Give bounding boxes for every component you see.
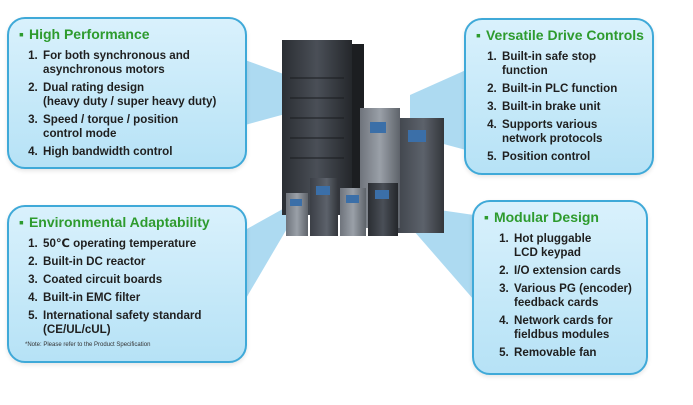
title-bullet: ▪	[476, 27, 481, 43]
feature-item: Built-in PLC function	[500, 82, 642, 96]
feature-item-line: I/O extension cards	[514, 264, 621, 277]
feature-item: Built-in EMC filter	[41, 291, 235, 305]
feature-item: I/O extension cards	[512, 264, 636, 278]
feature-list: Built-in safe stopfunctionBuilt-in PLC f…	[476, 50, 642, 164]
feature-item-line: fieldbus modules	[514, 328, 610, 341]
title-bullet: ▪	[484, 209, 489, 225]
feature-item-line: Built-in EMC filter	[43, 291, 141, 304]
feature-list: 50℃ operating temperatureBuilt-in DC rea…	[19, 237, 235, 337]
feature-item-line: Speed / torque / position	[43, 113, 179, 126]
feature-item-line: Supports various	[502, 118, 598, 131]
panel-title: ▪Environmental Adaptability	[19, 214, 210, 230]
drive-cabinet-vents	[290, 77, 344, 159]
feature-item: 50℃ operating temperature	[41, 237, 235, 251]
feature-item-line: Various PG (encoder)	[514, 282, 632, 295]
feature-item-line: (heavy duty / super heavy duty)	[43, 95, 217, 108]
title-bullet: ▪	[19, 214, 24, 230]
drive-unit-small-4-keypad	[290, 199, 302, 206]
feature-item-line: Network cards for	[514, 314, 613, 327]
feature-item-line: Position control	[502, 150, 591, 163]
feature-item: Coated circuit boards	[41, 273, 235, 287]
feature-item: Dual rating design(heavy duty / super he…	[41, 81, 235, 109]
feature-item-line: Built-in safe stop	[502, 50, 597, 63]
feature-item-line: (CE/UL/cUL)	[43, 323, 111, 336]
feature-item-line: control mode	[43, 127, 117, 140]
drive-unit-small-2-keypad	[346, 195, 359, 203]
feature-item-line: Dual rating design	[43, 81, 145, 94]
panel-environmental-adaptability: ▪Environmental Adaptability 50℃ operatin…	[7, 205, 247, 363]
feature-item-line: network protocols	[502, 132, 603, 145]
feature-item-line: Coated circuit boards	[43, 273, 163, 286]
feature-item-line: Built-in PLC function	[502, 82, 618, 95]
panel-title: ▪High Performance	[19, 26, 150, 42]
drive-unit-tall-right-keypad	[408, 130, 426, 142]
feature-item-line: Built-in brake unit	[502, 100, 601, 113]
feature-item: Removable fan	[512, 346, 636, 360]
feature-item-line: For both synchronous and	[43, 49, 190, 62]
feature-item-line: asynchronous motors	[43, 63, 165, 76]
feature-item: International safety standard(CE/UL/cUL)	[41, 309, 235, 337]
feature-item-line: feedback cards	[514, 296, 599, 309]
feature-item-line: High bandwidth control	[43, 145, 173, 158]
feature-item-line: Built-in DC reactor	[43, 255, 146, 268]
title-bullet: ▪	[19, 26, 24, 42]
feature-item-line: International safety standard	[43, 309, 202, 322]
panel-versatile-drive-controls: ▪Versatile Drive Controls Built-in safe …	[464, 18, 654, 175]
specification-note: *Note: Please refer to the Product Speci…	[25, 342, 151, 348]
panel-high-performance: ▪High Performance For both synchronous a…	[7, 17, 247, 169]
drive-unit-mid-keypad	[370, 122, 386, 133]
feature-item: Various PG (encoder)feedback cards	[512, 282, 636, 310]
connector-bottom-left	[245, 205, 295, 300]
panel-title: ▪Versatile Drive Controls	[476, 27, 644, 43]
feature-item: Built-in brake unit	[500, 100, 642, 114]
drive-unit-small-3-keypad	[375, 190, 389, 199]
feature-item-line: Removable fan	[514, 346, 597, 359]
ac-drive-product-group	[282, 40, 444, 236]
feature-item-line: function	[502, 64, 548, 77]
feature-item-line: 50℃ operating temperature	[43, 237, 197, 250]
feature-item-line: LCD keypad	[514, 246, 582, 259]
panel-title: ▪Modular Design	[484, 209, 599, 225]
feature-item: Position control	[500, 150, 642, 164]
feature-item: High bandwidth control	[41, 145, 235, 159]
drive-unit-small-1-keypad	[316, 186, 330, 195]
feature-item-line: Hot pluggable	[514, 232, 592, 245]
feature-item: Built-in DC reactor	[41, 255, 235, 269]
